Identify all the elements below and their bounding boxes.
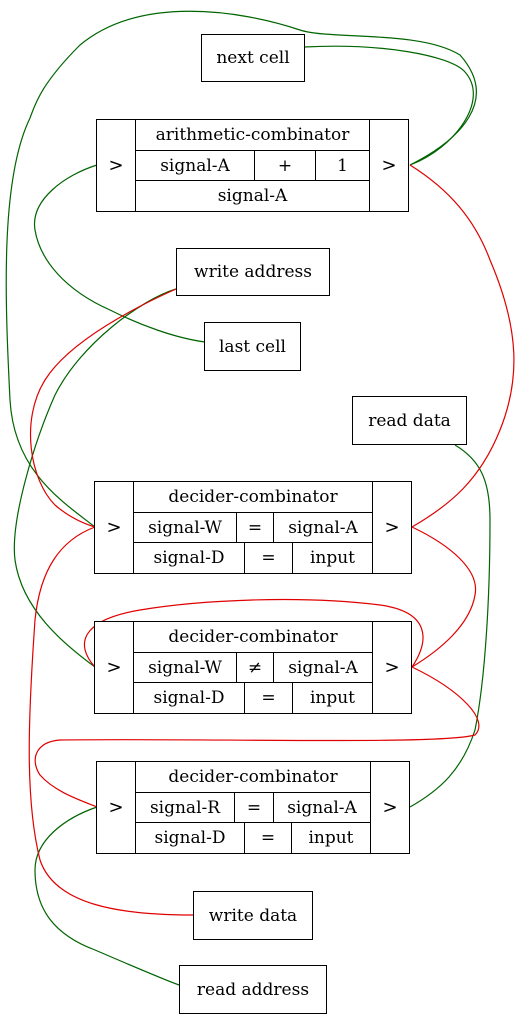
read-data-label: read data: [368, 410, 451, 431]
read-address-node: read address: [179, 965, 327, 1014]
green-wire: [5, 10, 477, 528]
red-wire: [29, 288, 177, 528]
decider1-comparator: =: [236, 512, 273, 543]
decider2-output-signal: signal-D: [153, 688, 225, 709]
decider3-output-signal: signal-D: [154, 828, 226, 849]
green-wire: [34, 806, 180, 986]
write-data-node: write data: [193, 891, 313, 940]
write-data-label: write data: [208, 905, 298, 926]
arithmetic-input-port: >: [97, 120, 136, 211]
decider-combinator-2: > decider-combinator signal-W ≠ signal-A…: [94, 621, 412, 714]
read-address-label: read address: [196, 979, 310, 1000]
decider1-right-operand: signal-A: [273, 512, 372, 543]
arithmetic-left-operand: signal-A: [160, 155, 230, 176]
last-cell-node: last cell: [204, 322, 301, 371]
write-address-label: write address: [194, 262, 312, 282]
read-data-node: read data: [352, 396, 467, 445]
decider1-output-port: >: [372, 482, 411, 573]
decider2-output-mode: input: [292, 683, 372, 714]
green-wire: [13, 288, 177, 668]
decider2-comparator: ≠: [236, 652, 273, 683]
decider3-left-operand: signal-R: [149, 797, 221, 818]
green-wire: [33, 164, 206, 343]
decider-combinator-3: > decider-combinator signal-R = signal-A…: [96, 761, 410, 854]
last-cell-label: last cell: [219, 336, 286, 357]
decider3-title: decider-combinator: [168, 766, 338, 787]
red-wire: [409, 164, 515, 528]
decider1-output-signal: signal-D: [153, 548, 225, 569]
write-address-node: write address: [176, 248, 330, 296]
decider1-output-operator: =: [244, 543, 292, 574]
next-cell-label: next cell: [216, 48, 290, 68]
red-wire: [28, 526, 194, 916]
decider2-left-operand: signal-W: [148, 657, 222, 678]
decider2-output-operator: =: [244, 683, 292, 714]
arithmetic-title: arithmetic-combinator: [155, 124, 350, 145]
decider1-title: decider-combinator: [168, 486, 338, 507]
decider3-right-operand: signal-A: [273, 792, 370, 823]
decider1-input-port: >: [95, 482, 134, 573]
arithmetic-combinator: > arithmetic-combinator signal-A + 1 sig…: [96, 119, 409, 212]
decider3-comparator: =: [234, 792, 273, 823]
decider3-input-port: >: [97, 762, 136, 853]
decider1-output-mode: input: [292, 543, 372, 574]
arithmetic-output-port: >: [369, 120, 408, 211]
decider3-output-port: >: [370, 762, 409, 853]
arithmetic-output-signal: signal-A: [136, 180, 369, 211]
decider3-output-mode: input: [291, 823, 370, 854]
decider3-output-operator: =: [244, 823, 291, 854]
decider1-left-operand: signal-W: [148, 517, 222, 538]
arithmetic-right-operand: 1: [315, 150, 369, 181]
red-wire: [83, 598, 424, 668]
red-wire: [411, 526, 477, 668]
arithmetic-operator: +: [254, 150, 315, 181]
next-cell-node: next cell: [201, 34, 305, 82]
decider2-output-port: >: [372, 622, 411, 713]
red-wire: [34, 666, 480, 808]
decider2-right-operand: signal-A: [273, 652, 372, 683]
green-wire: [409, 444, 491, 808]
decider-combinator-1: > decider-combinator signal-W = signal-A…: [94, 481, 412, 574]
decider2-title: decider-combinator: [168, 626, 338, 647]
decider2-input-port: >: [95, 622, 134, 713]
